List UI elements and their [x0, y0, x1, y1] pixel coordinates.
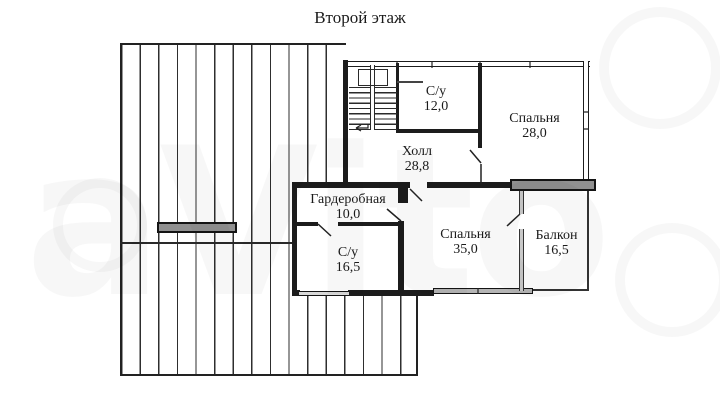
- window-band-top: [348, 61, 590, 67]
- roof-skylight: [157, 222, 237, 233]
- room-label-bedroom28: Спальня 28,0: [492, 111, 577, 141]
- wall-bedroom35-bottom: [398, 290, 434, 296]
- roof-edge-bottom: [120, 374, 418, 376]
- room-name: С/у: [425, 84, 447, 99]
- staircase-landing: [358, 69, 388, 86]
- wall-balcony-right: [587, 191, 589, 291]
- wall-balcony-left-upper: [519, 191, 524, 214]
- room-area: 35,0: [453, 242, 478, 257]
- wall-su12-bottom: [396, 129, 481, 133]
- wall-su165-bottom-right: [348, 290, 405, 296]
- room-label-hall: Холл 28,8: [385, 144, 449, 174]
- watermark-ring: [620, 228, 720, 332]
- roof-edge-left: [120, 43, 122, 376]
- room-area: 16,5: [544, 243, 569, 258]
- roof-eave-line: [120, 242, 294, 244]
- wall-su165-bottom-left: [292, 290, 300, 296]
- room-name: Холл: [401, 144, 433, 159]
- wall-stair-right: [396, 63, 399, 132]
- window-bedroom35: [433, 288, 533, 294]
- room-name: Гардеробная: [310, 192, 386, 207]
- roof-hatch-lower: [121, 296, 416, 374]
- window-band-right: [583, 61, 589, 180]
- door-leaf-su165: [317, 223, 332, 237]
- roof-edge-right: [416, 296, 418, 376]
- room-area: 10,0: [335, 207, 361, 222]
- door-leaf-balcony: [506, 213, 521, 227]
- wall-mid-lower: [398, 221, 404, 296]
- su12-fixture-line: [397, 81, 423, 83]
- watermark-ring: [604, 12, 716, 124]
- wall-balcony-left-lower: [519, 229, 524, 291]
- room-area: 28,0: [522, 126, 547, 141]
- window-su165: [299, 291, 349, 296]
- door-leaf-bedroom35: [409, 188, 423, 202]
- room-label-bedroom35: Спальня 35,0: [423, 227, 508, 257]
- wall-exterior-left: [343, 60, 348, 188]
- room-area: 16,5: [335, 260, 361, 275]
- room-area: 12,0: [423, 99, 449, 114]
- roof-hatch-middle: [121, 184, 292, 296]
- wall-mid-upper: [398, 188, 408, 203]
- roof-hatch-upper: [121, 44, 344, 184]
- room-name: Балкон: [535, 228, 578, 243]
- room-label-su12: С/у 12,0: [401, 84, 471, 114]
- room-label-wardrobe: Гардеробная 10,0: [290, 192, 406, 222]
- room-name: Спальня: [440, 227, 491, 242]
- wall-wardrobe-su-divider-stub: [292, 222, 318, 226]
- door-leaf-bedroom28: [469, 149, 482, 184]
- plan-title: Второй этаж: [314, 8, 406, 27]
- room-label-balcony: Балкон 16,5: [519, 228, 594, 258]
- wall-bedroom28-left: [478, 63, 482, 148]
- wall-wardrobe-top: [292, 182, 410, 188]
- room-area: 28,8: [404, 159, 430, 174]
- wall-balcony-bottom: [533, 289, 589, 291]
- room-label-su165: С/у 16,5: [316, 245, 380, 275]
- wall-wardrobe-left: [292, 182, 297, 296]
- wall-wardrobe-su-divider: [338, 222, 404, 226]
- roof-edge-top: [120, 43, 346, 45]
- wall-hall-bottom: [427, 182, 512, 188]
- room-name: Спальня: [509, 111, 560, 126]
- window-sill-bedroom28: [510, 179, 596, 191]
- room-name: С/у: [337, 245, 359, 260]
- staircase-divider: [370, 65, 375, 130]
